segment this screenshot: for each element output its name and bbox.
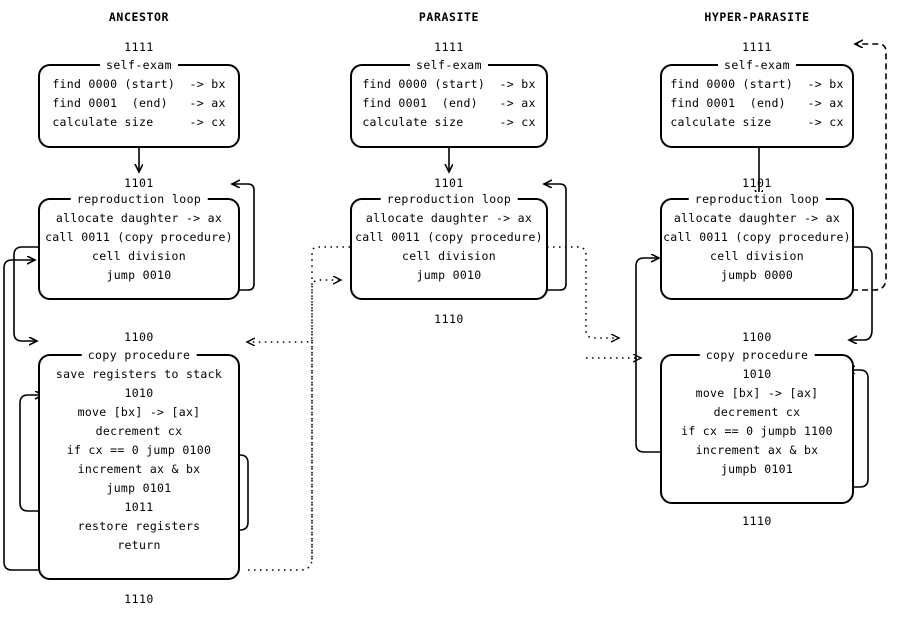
address-label-ancestor-loop: 1101 (124, 176, 154, 190)
address-label-hyper-copy-end: 1110 (742, 514, 772, 528)
code-line: if cx == 0 jumpb 1100 (681, 424, 833, 438)
code-line: allocate daughter -> ax (55, 211, 223, 225)
address-label-hyper-copy: 1100 (742, 330, 772, 344)
code-line: find 0000 (start) -> bx (362, 77, 536, 91)
code-line: 1010 (124, 386, 154, 400)
code-line: move [bx] -> [ax] (77, 405, 201, 419)
code-line: jump 0101 (106, 481, 172, 495)
code-line: calculate size -> cx (362, 115, 536, 129)
arrow-ancestor-copy-return-to-parasite-dotted (248, 280, 340, 571)
block-legend-reproduction-loop: reproduction loop (380, 192, 518, 206)
code-line: call 0011 (copy procedure) (45, 230, 233, 244)
code-line: increment ax & bx (695, 443, 819, 457)
column-title-parasite: PARASITE (418, 10, 480, 24)
code-line: jump 0010 (106, 268, 172, 282)
code-line: 1011 (124, 500, 154, 514)
code-line: call 0011 (copy procedure) (355, 230, 543, 244)
block-legend-reproduction-loop: reproduction loop (70, 192, 208, 206)
block-parasite-reproduction-loop: reproduction loop allocate daughter -> a… (350, 192, 548, 300)
code-line: increment ax & bx (77, 462, 201, 476)
code-line: find 0000 (start) -> bx (670, 77, 844, 91)
code-line: calculate size -> cx (52, 115, 226, 129)
code-line: find 0001 (end) -> ax (362, 96, 536, 110)
address-label-hyper-loop: 1101 (742, 176, 772, 190)
code-line: find 0001 (end) -> ax (670, 96, 844, 110)
block-ancestor-reproduction-loop: reproduction loop allocate daughter -> a… (38, 192, 240, 300)
address-label-ancestor-self-exam: 1111 (124, 40, 154, 54)
block-legend-copy-procedure: copy procedure (81, 348, 197, 362)
code-line: 1010 (742, 367, 772, 381)
code-line: if cx == 0 jump 0100 (66, 443, 212, 457)
code-line: decrement cx (95, 424, 183, 438)
code-line: jumpb 0101 (720, 462, 794, 476)
block-ancestor-copy-procedure: copy procedure save registers to stack 1… (38, 348, 240, 580)
code-line: call 0011 (copy procedure) (663, 230, 851, 244)
address-label-parasite-loop-end: 1110 (434, 312, 464, 326)
block-parasite-self-exam: self-exam find 0000 (start) -> bx find 0… (350, 58, 548, 148)
code-line: allocate daughter -> ax (673, 211, 841, 225)
code-line: return (117, 538, 161, 552)
code-line: decrement cx (713, 405, 801, 419)
block-legend-self-exam: self-exam (100, 58, 178, 72)
address-label-parasite-loop: 1101 (434, 176, 464, 190)
address-label-ancestor-copy-end: 1110 (124, 592, 154, 606)
arrow-parasite-call-left-dotted (248, 246, 350, 342)
code-line: cell division (710, 249, 804, 263)
column-title-hyper-parasite: HYPER-PARASITE (704, 10, 810, 24)
code-line: jumpb 0000 (720, 268, 794, 282)
block-legend-self-exam: self-exam (718, 58, 796, 72)
code-line: cell division (92, 249, 186, 263)
block-ancestor-self-exam: self-exam find 0000 (start) -> bx find 0… (38, 58, 240, 148)
code-line: save registers to stack (55, 367, 223, 381)
block-legend-reproduction-loop: reproduction loop (688, 192, 826, 206)
code-line: calculate size -> cx (670, 115, 844, 129)
block-legend-self-exam: self-exam (410, 58, 488, 72)
code-line: jump 0010 (416, 268, 482, 282)
arrow-hyper-copy-back-to-loop (635, 258, 660, 453)
block-hyper-copy-procedure: copy procedure 1010 move [bx] -> [ax] de… (660, 348, 854, 504)
code-line: find 0001 (end) -> ax (52, 96, 226, 110)
arrow-ancestor-call-to-copy (13, 246, 38, 341)
code-line: restore registers (77, 519, 201, 533)
arrow-hyper-loop-back-to-selfexam (852, 44, 887, 291)
address-label-parasite-self-exam: 1111 (434, 40, 464, 54)
address-label-hyper-self-exam: 1111 (742, 40, 772, 54)
code-line: cell division (402, 249, 496, 263)
block-hyper-reproduction-loop: reproduction loop allocate daughter -> a… (660, 192, 854, 300)
block-legend-copy-procedure: copy procedure (699, 348, 815, 362)
arrow-parasite-call-right-dotted (547, 246, 618, 338)
code-line: move [bx] -> [ax] (695, 386, 819, 400)
arrow-parasite-loop-back (545, 184, 567, 291)
block-hyper-self-exam: self-exam find 0000 (start) -> bx find 0… (660, 58, 854, 148)
arrow-ancestor-return-to-loop (3, 260, 38, 571)
code-line: allocate daughter -> ax (365, 211, 533, 225)
column-title-ancestor: ANCESTOR (108, 10, 170, 24)
code-line: find 0000 (start) -> bx (52, 77, 226, 91)
address-label-ancestor-copy: 1100 (124, 330, 154, 344)
